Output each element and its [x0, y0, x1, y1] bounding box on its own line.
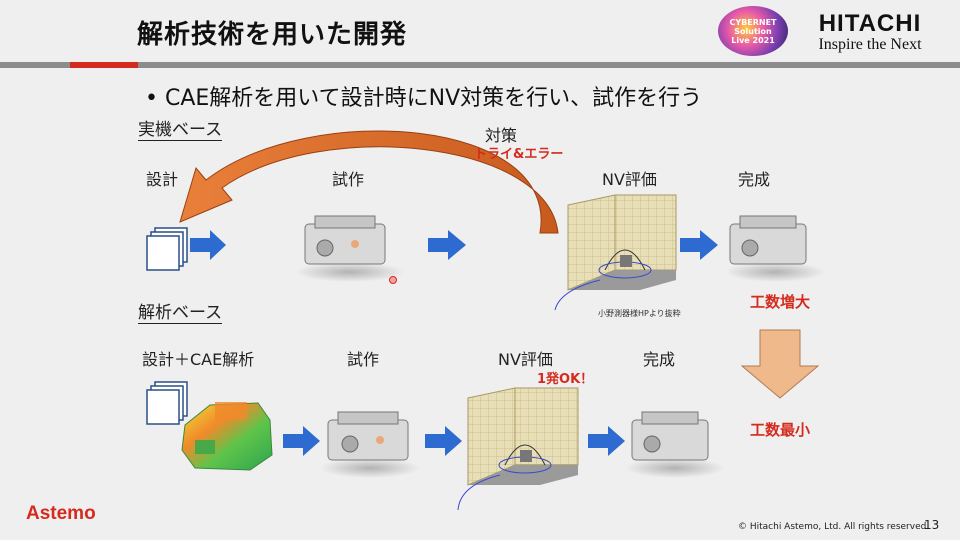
event-badge-line-3: Live 2021 [731, 35, 775, 45]
brand-slogan: Inspire the Next [818, 36, 922, 53]
loop-label: 対策 [485, 126, 518, 145]
loop-arrow [179, 130, 559, 234]
result-effort-increase: 工数増大 [750, 293, 811, 311]
section-label-real: 実機ベース [138, 120, 223, 141]
loop-note: トライ&エラー [474, 147, 564, 162]
document-stack-icon [146, 227, 188, 271]
bullet-label: CAE解析を用いて設計時にNV対策を行い、試作を行う [164, 86, 703, 111]
flow-arrow [680, 230, 718, 260]
step-prototype: 試作 [347, 350, 380, 369]
flow-arrow [283, 426, 320, 456]
section-label-analysis: 解析ベース [138, 303, 223, 324]
result-effort-minimum: 工数最小 [750, 421, 811, 439]
event-badge: CYBERNET Solution Live 2021 [718, 6, 788, 56]
motor-unit-image [320, 411, 420, 478]
motor-unit-image [295, 215, 405, 282]
event-badge-line-2: Solution [734, 26, 772, 36]
page-title: 解析技術を用いた開発 [137, 20, 408, 50]
cae-heatmap-image [181, 402, 273, 471]
document-stack-icon [146, 381, 188, 425]
step-design: 設計 [146, 170, 179, 189]
step-complete: 完成 [738, 170, 771, 189]
motor-unit-image [725, 215, 825, 282]
bullet-text: • CAE解析を用いて設計時にNV対策を行い、試作を行う [145, 86, 703, 111]
copyright-text: © Hitachi Astemo, Ltd. All rights reserv… [738, 522, 930, 532]
flow-arrow [190, 230, 226, 260]
astemo-logo: Astemo [26, 503, 96, 524]
step-nv-eval: NV評価 [602, 170, 657, 189]
flow-arrow [428, 230, 466, 260]
motor-unit-image [625, 411, 725, 478]
step-complete: 完成 [643, 350, 676, 369]
anechoic-chamber-image [457, 387, 579, 511]
flow-arrow [588, 426, 625, 456]
flow-arrow [425, 426, 462, 456]
nv-ok-note: 1発OK！ [537, 372, 594, 387]
brand-name: HITACHI [818, 10, 922, 37]
page-number: 13 [924, 518, 940, 532]
step-nv-eval: NV評価 [498, 350, 553, 369]
step-prototype: 試作 [332, 170, 365, 189]
pointer-dot [389, 276, 397, 284]
event-badge-line-1: CYBERNET [729, 17, 777, 27]
chamber-credit: 小野測器様HPより抜粋 [598, 309, 681, 318]
title-divider-accent [70, 62, 138, 68]
step-design-cae: 設計＋CAE解析 [142, 350, 255, 369]
hitachi-logo: HITACHI Inspire the Next [800, 12, 940, 54]
down-arrow [740, 329, 820, 399]
anechoic-chamber-image [554, 194, 677, 311]
title-divider [0, 62, 960, 68]
